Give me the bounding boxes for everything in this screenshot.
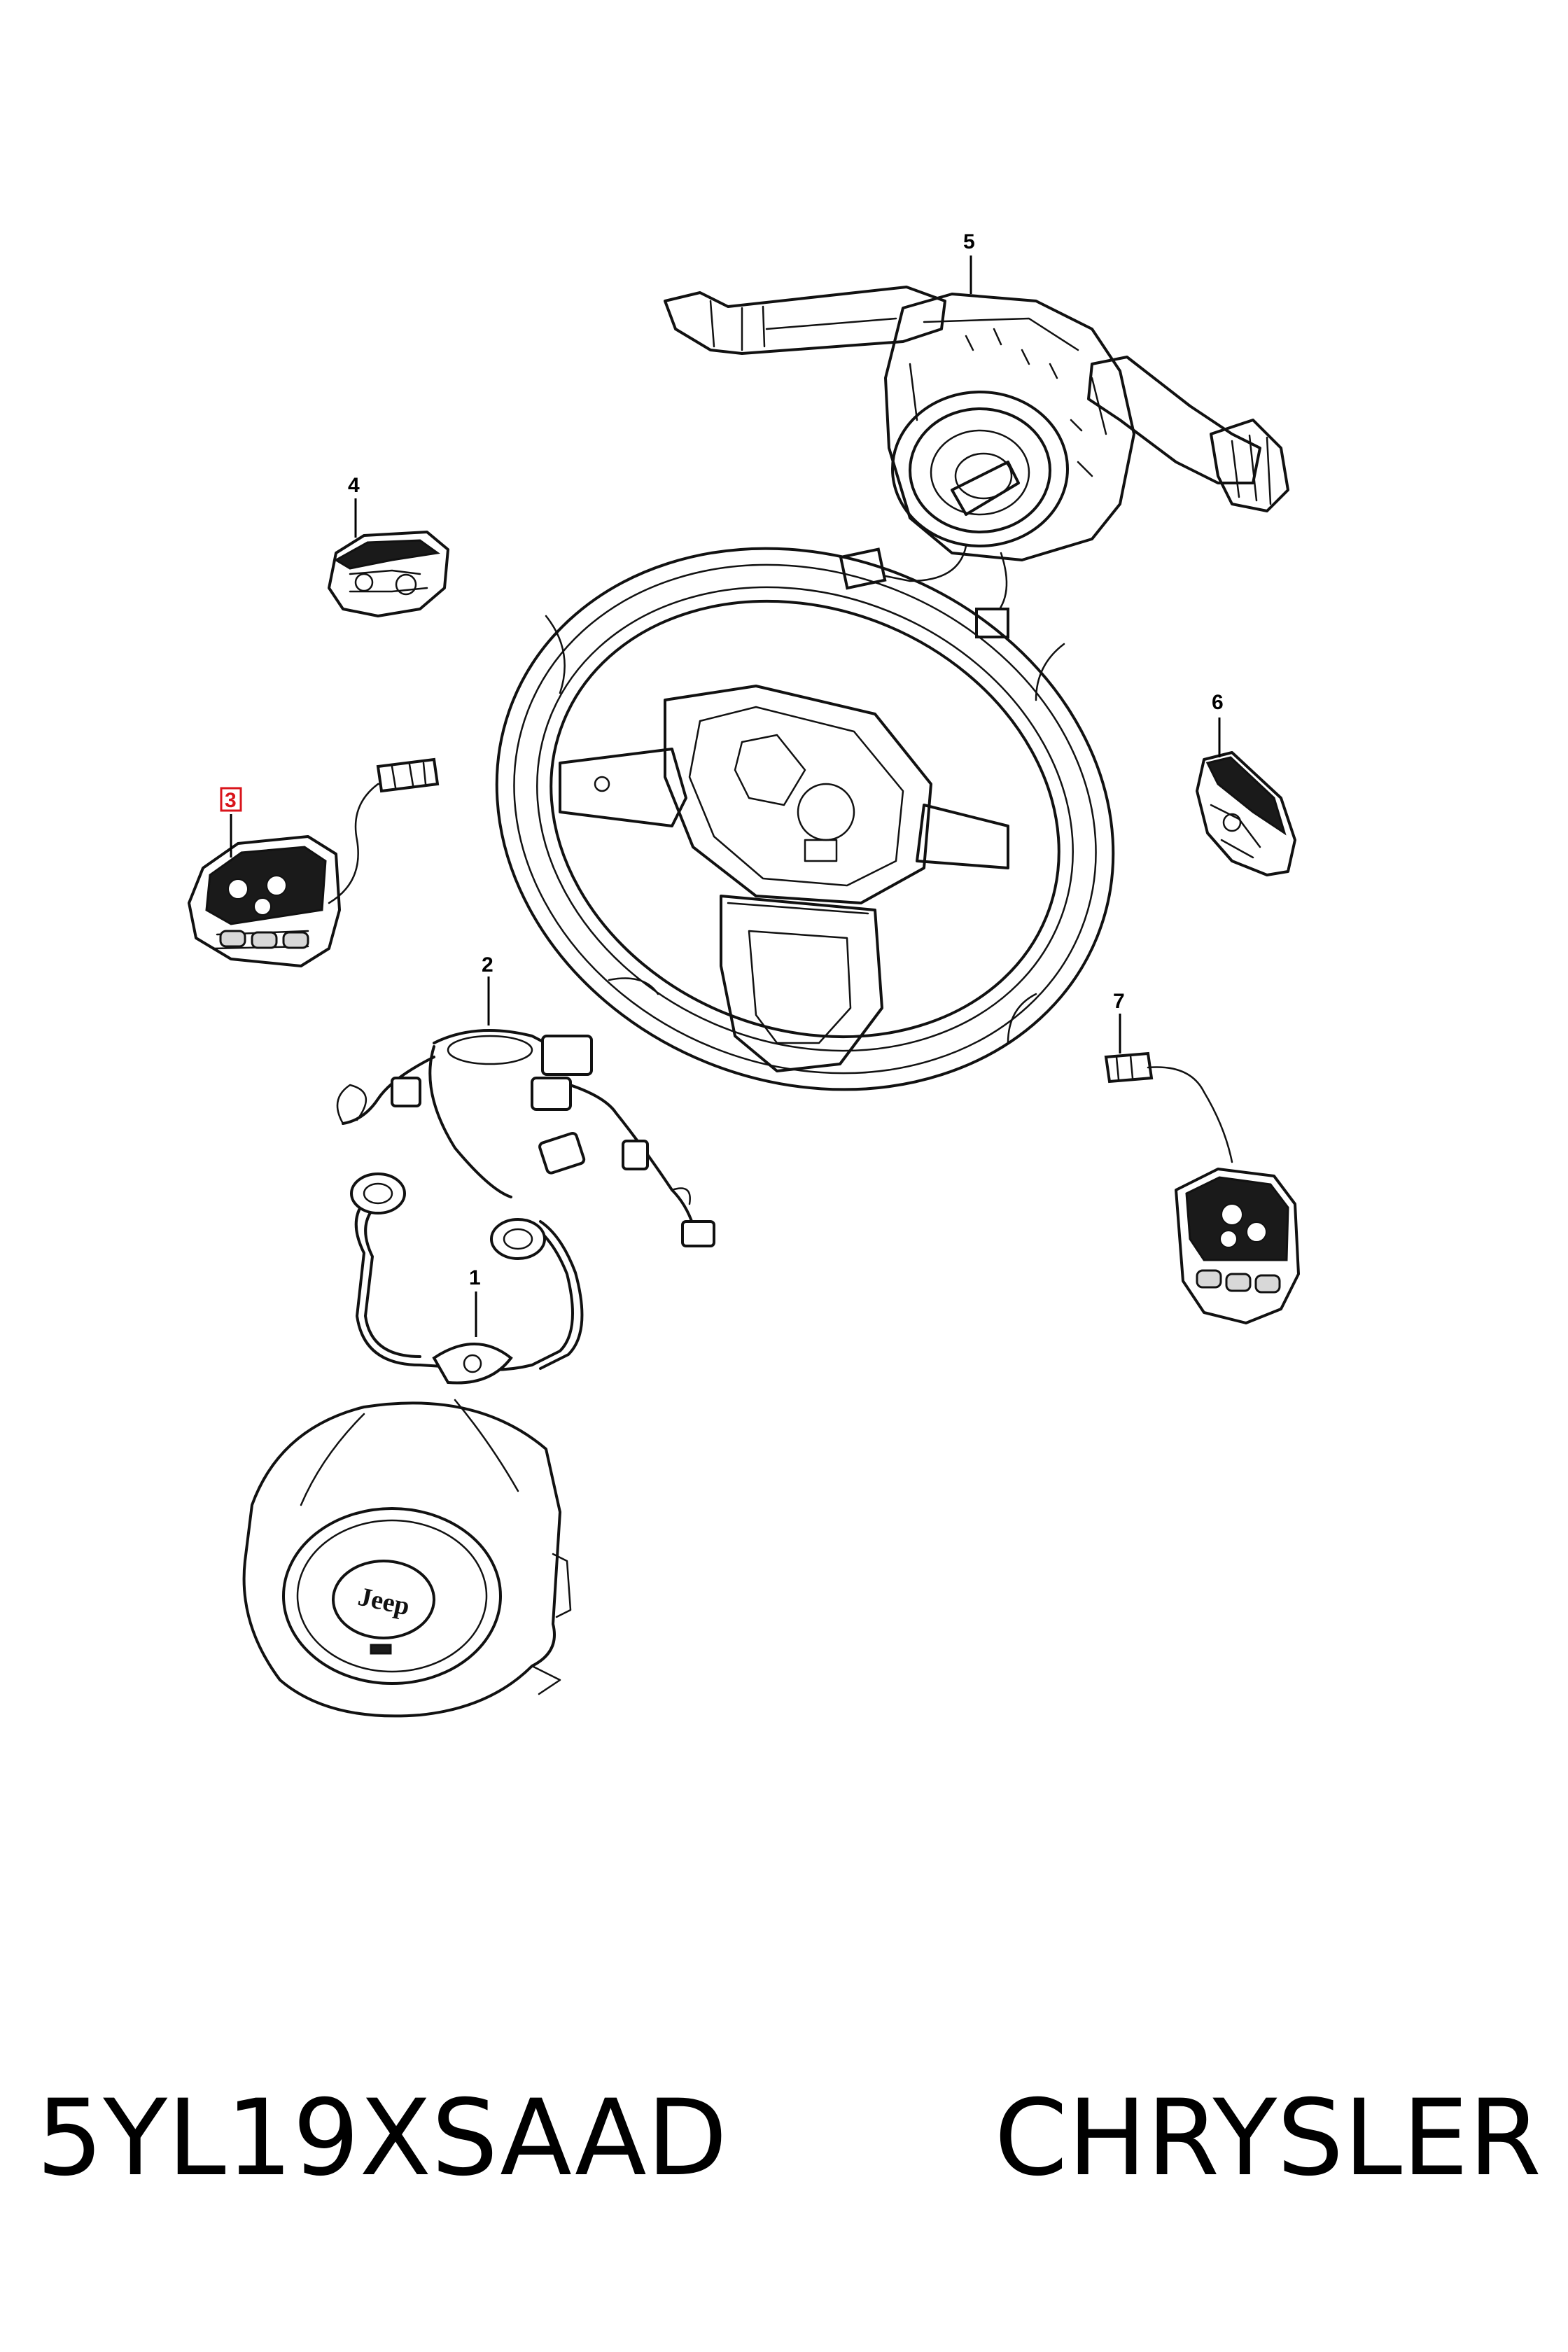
part-5-clockspring-switch (664, 286, 1289, 638)
callout-3-highlight-box (220, 787, 242, 812)
callout-1: 1 (469, 1266, 481, 1289)
part-6-switch (1196, 751, 1296, 876)
callout-2: 2 (482, 953, 493, 976)
callout-3: 3 (225, 789, 237, 812)
part-1-harness (350, 1172, 584, 1385)
brand-name: CHRYSLER (994, 2078, 1541, 2199)
part-number: 5YL19XSAAD (36, 2078, 728, 2199)
callout-4: 4 (348, 474, 360, 497)
part-3-switch-left (188, 757, 440, 967)
callout-7: 7 (1113, 990, 1125, 1013)
callout-6: 6 (1212, 691, 1224, 714)
callout-leaders (230, 255, 1221, 1337)
footer: 5YL19XSAAD CHRYSLER (36, 2068, 1541, 2208)
callouts: 5 4 3 6 2 7 1 (220, 230, 1224, 1289)
part-7-switch-right (1104, 1051, 1300, 1324)
part-2-wiring-harness (336, 1029, 715, 1247)
steering-wheel (495, 547, 1115, 1091)
jeep-logo: Jeep (356, 1582, 412, 1621)
airbag-module: Jeep (242, 1399, 572, 1718)
part-4-switch (328, 531, 449, 617)
callout-5: 5 (963, 230, 975, 253)
